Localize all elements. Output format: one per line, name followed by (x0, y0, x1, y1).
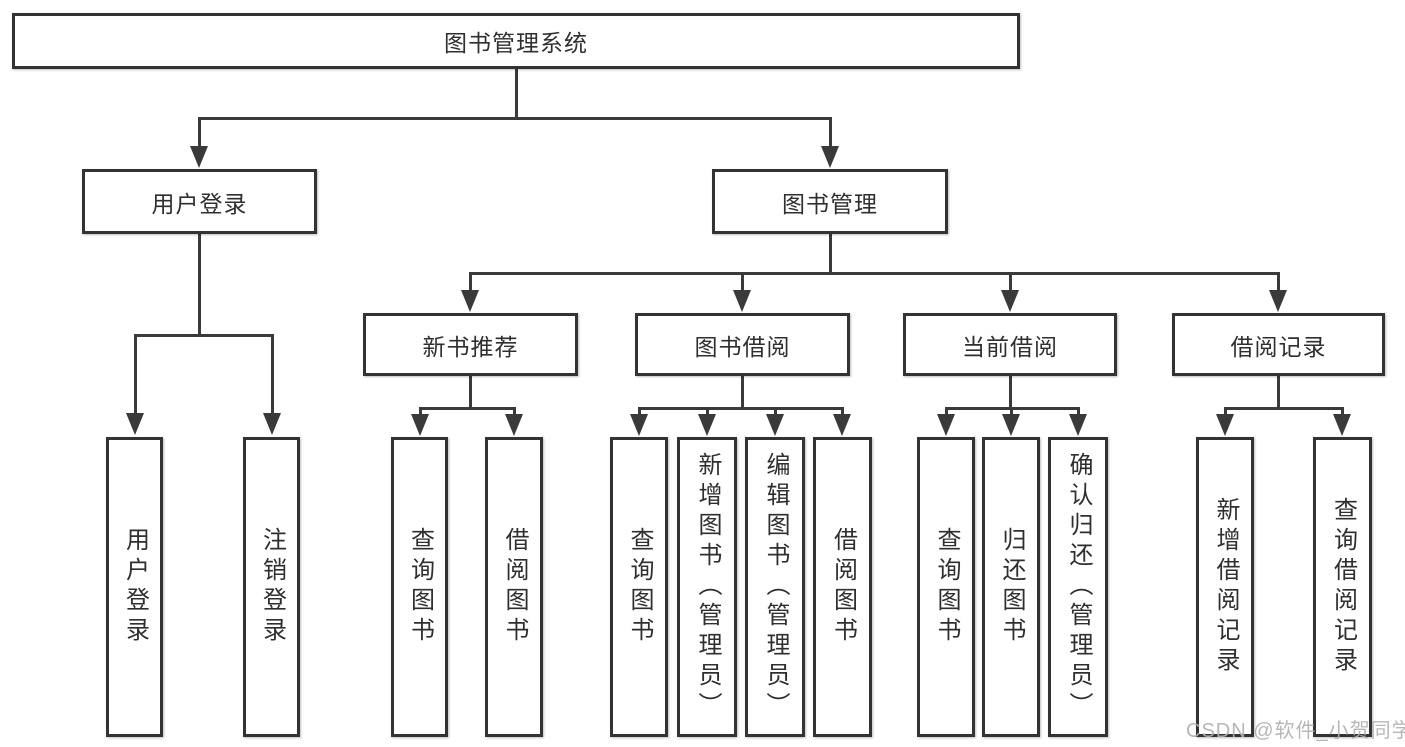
node-root-label: 图书管理系统 (444, 30, 588, 56)
leaf-borrow-books-label: 借阅图书 (829, 527, 857, 647)
leaf-borrow-books-recommend: 借阅图书 (485, 437, 543, 737)
arrow-down-icon (263, 413, 281, 435)
connector-line (134, 334, 273, 337)
leaf-confirm-return-admin: 确认归还（管理员） (1048, 437, 1108, 737)
connector-line (198, 117, 831, 120)
connector-line (515, 69, 518, 118)
connector-line (1224, 407, 1344, 410)
node-borrow-records: 借阅记录 (1172, 313, 1385, 376)
connector-line (741, 272, 744, 292)
arrow-down-icon (766, 414, 784, 436)
connector-line (469, 272, 1280, 275)
node-new-book-recommend: 新书推荐 (363, 313, 578, 376)
leaf-edit-book-admin: 编辑图书（管理员） (745, 437, 805, 737)
leaf-query-borrow-record: 查询借阅记录 (1313, 437, 1372, 737)
arrow-down-icon (1001, 290, 1019, 312)
connector-line (198, 117, 201, 148)
arrow-down-icon (1216, 414, 1234, 436)
leaf-confirm-return-admin-label: 确认归还（管理员） (1065, 452, 1092, 722)
node-new-book-recommend-label: 新书推荐 (422, 333, 519, 360)
arrow-down-icon (1002, 414, 1020, 436)
connector-line (945, 407, 948, 417)
leaf-add-borrow-record: 新增借阅记录 (1196, 437, 1254, 737)
leaf-borrow-books-recommend-label: 借阅图书 (501, 527, 528, 647)
leaf-user-login: 用户登录 (106, 437, 163, 737)
leaf-edit-book-admin-label: 编辑图书（管理员） (762, 452, 789, 722)
arrow-down-icon (411, 414, 429, 436)
node-current-borrowing-label: 当前借阅 (962, 333, 1058, 360)
csdn-watermark: CSDN @软件_小贺同学 (1186, 720, 1405, 742)
node-borrow-records-label: 借阅记录 (1230, 333, 1327, 360)
connector-line (706, 407, 709, 417)
arrow-down-icon (630, 414, 648, 436)
node-user-login: 用户登录 (82, 169, 317, 234)
arrow-down-icon (1069, 414, 1087, 436)
connector-line (469, 272, 472, 292)
leaf-query-books-recommend-label: 查询图书 (406, 527, 434, 647)
connector-line (1277, 272, 1280, 292)
leaf-return-books-label: 归还图书 (998, 527, 1025, 647)
node-root: 图书管理系统 (12, 13, 1020, 69)
connector-line (1277, 376, 1280, 409)
connector-line (419, 407, 516, 410)
connector-line (1009, 272, 1012, 292)
leaf-user-login-label: 用户登录 (121, 527, 149, 647)
connector-line (829, 234, 832, 274)
leaf-logout: 注销登录 (243, 437, 300, 737)
node-book-borrowing-label: 图书借阅 (694, 333, 791, 360)
connector-line (134, 334, 137, 416)
leaf-query-books-current-label: 查询图书 (933, 527, 960, 647)
leaf-add-borrow-record-label: 新增借阅记录 (1212, 497, 1239, 677)
node-book-management-label: 图书管理 (782, 190, 878, 217)
node-book-management: 图书管理 (712, 169, 948, 234)
arrow-down-icon (833, 414, 851, 436)
node-user-login-label: 用户登录 (151, 190, 248, 217)
arrow-down-icon (505, 414, 523, 436)
leaf-borrow-books: 借阅图书 (813, 437, 872, 737)
leaf-query-books-borrowing: 查询图书 (610, 437, 668, 737)
connector-line (638, 407, 641, 417)
arrow-down-icon (190, 146, 208, 168)
leaf-return-books: 归还图书 (982, 437, 1040, 737)
leaf-query-books-recommend: 查询图书 (391, 437, 448, 737)
leaf-query-books-current: 查询图书 (917, 437, 975, 737)
arrow-down-icon (461, 290, 479, 312)
connector-line (271, 334, 274, 416)
connector-line (1077, 407, 1080, 417)
connector-line (198, 234, 201, 336)
arrow-down-icon (821, 146, 839, 168)
connector-line (419, 407, 422, 417)
connector-line (829, 117, 832, 148)
connector-line (1341, 407, 1344, 417)
arrow-down-icon (698, 414, 716, 436)
node-current-borrowing: 当前借阅 (903, 313, 1117, 376)
connector-line (774, 407, 777, 417)
connector-line (513, 407, 516, 417)
leaf-logout-label: 注销登录 (258, 527, 286, 647)
connector-line (741, 376, 744, 409)
node-book-borrowing: 图书借阅 (635, 313, 850, 376)
leaf-add-book-admin: 新增图书（管理员） (677, 437, 737, 737)
arrow-down-icon (1333, 414, 1351, 436)
connector-line (1224, 407, 1227, 417)
arrow-down-icon (126, 413, 144, 435)
connector-line (638, 407, 844, 410)
arrow-down-icon (1269, 290, 1287, 312)
leaf-query-books-borrowing-label: 查询图书 (626, 527, 653, 647)
arrow-down-icon (937, 414, 955, 436)
leaf-query-borrow-record-label: 查询借阅记录 (1329, 497, 1357, 677)
connector-line (1009, 376, 1012, 409)
connector-line (469, 376, 472, 409)
connector-line (841, 407, 844, 417)
arrow-down-icon (733, 290, 751, 312)
connector-line (1010, 407, 1013, 417)
leaf-add-book-admin-label: 新增图书（管理员） (694, 452, 721, 722)
